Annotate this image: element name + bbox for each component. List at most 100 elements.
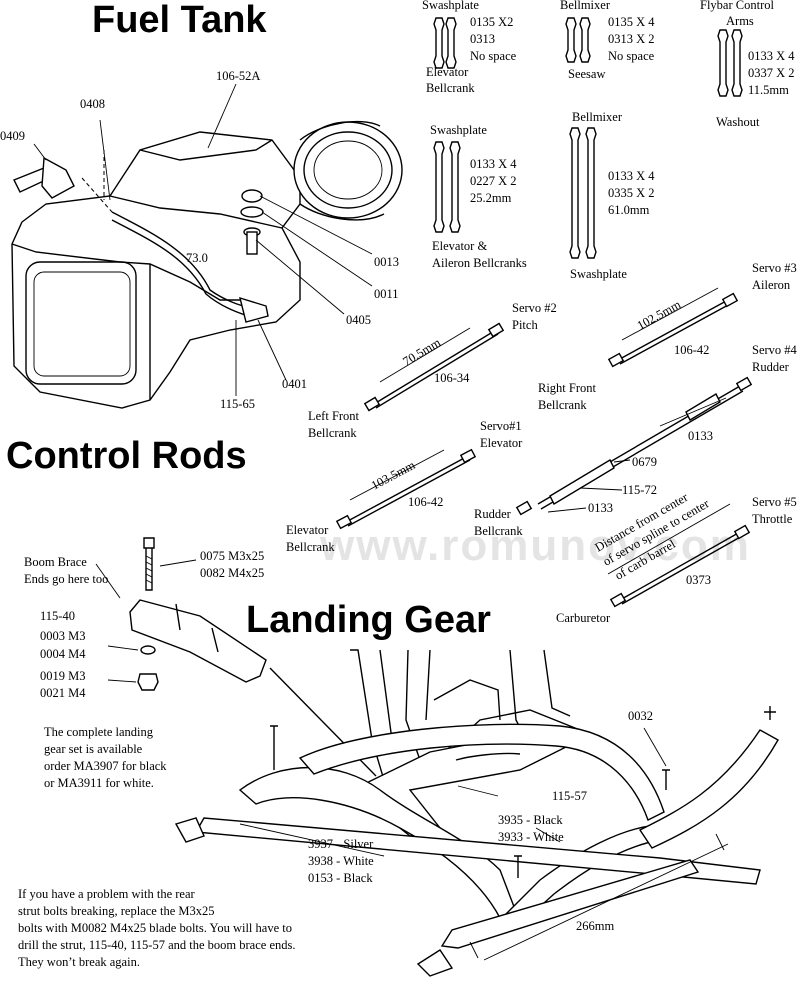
svg-text:Elevator: Elevator <box>480 436 523 450</box>
boom-brace-note: Ends go here too <box>24 572 108 586</box>
svg-text:0679: 0679 <box>632 455 657 469</box>
link-flybar-control-arms: Flybar Control Arms 0133 X 4 0337 X 2 11… <box>700 0 795 129</box>
landing-gear-illustration <box>174 649 779 977</box>
svg-text:Elevator: Elevator <box>286 523 329 537</box>
tube-length-label: 73.0 <box>186 251 208 265</box>
svg-text:Flybar Control: Flybar Control <box>700 0 774 12</box>
link-swashplate-aileron: Swashplate 0133 X 4 0227 X 2 25.2mm Elev… <box>430 123 527 270</box>
svg-text:Aileron Bellcranks: Aileron Bellcranks <box>432 256 527 270</box>
rod-aileron: 102.5mm Servo #3 Aileron 106-42 Right Fr… <box>538 261 797 412</box>
fitting-label: 0409 <box>0 129 25 143</box>
svg-text:70.5mm: 70.5mm <box>400 335 443 368</box>
svg-text:Servo #5: Servo #5 <box>752 495 797 509</box>
svg-text:0133 X 4: 0133 X 4 <box>748 49 795 63</box>
svg-text:Elevator: Elevator <box>426 65 469 79</box>
svg-text:Seesaw: Seesaw <box>568 67 606 81</box>
tip-line-5: They won’t break again. <box>18 955 140 969</box>
washer-label: 0011 <box>374 287 399 301</box>
svg-text:0227 X 2: 0227 X 2 <box>470 174 517 188</box>
skid-black-label: 0153 - Black <box>308 871 373 885</box>
landing-gear-heading: Landing Gear <box>246 599 491 641</box>
svg-text:Arms: Arms <box>726 14 754 28</box>
info-line-4: or MA3911 for white. <box>44 776 154 790</box>
svg-text:Servo#1: Servo#1 <box>480 419 522 433</box>
svg-text:115-72: 115-72 <box>622 483 657 497</box>
fuel-tank-heading: Fuel Tank <box>92 0 267 41</box>
svg-text:0135 X 4: 0135 X 4 <box>608 15 655 29</box>
nut-m4-label: 0021 M4 <box>40 686 86 700</box>
svg-text:Pitch: Pitch <box>512 318 538 332</box>
svg-text:0133: 0133 <box>688 429 713 443</box>
svg-text:Washout: Washout <box>716 115 760 129</box>
info-line-1: The complete landing <box>44 725 154 739</box>
svg-text:Bellcrank: Bellcrank <box>286 540 335 554</box>
clunk-label: 0401 <box>282 377 307 391</box>
svg-text:Rudder: Rudder <box>474 507 512 521</box>
bolt-m4-label: 0082 M4x25 <box>200 566 264 580</box>
skid-white-label: 3938 - White <box>308 854 374 868</box>
svg-text:Right Front: Right Front <box>538 381 597 395</box>
tube-label: 115-65 <box>220 397 255 411</box>
svg-text:0135 X2: 0135 X2 <box>470 15 513 29</box>
washer-m3-label: 0003 M3 <box>40 629 86 643</box>
nut-label: 0013 <box>374 255 399 269</box>
svg-text:25.2mm: 25.2mm <box>470 191 512 205</box>
svg-text:0313 X 2: 0313 X 2 <box>608 32 655 46</box>
screw-label: 0032 <box>628 709 653 723</box>
svg-text:11.5mm: 11.5mm <box>748 83 789 97</box>
nut-m3-label: 0019 M3 <box>40 669 86 683</box>
tip-line-1: If you have a problem with the rear <box>18 887 196 901</box>
svg-text:102.5mm: 102.5mm <box>635 297 684 332</box>
svg-text:Bellcrank: Bellcrank <box>426 81 475 95</box>
link-bellmixer-swashplate: Bellmixer 0133 X 4 0335 X 2 61.0mm Swash… <box>569 110 655 281</box>
svg-text:Servo #2: Servo #2 <box>512 301 557 315</box>
svg-text:0335 X 2: 0335 X 2 <box>608 186 655 200</box>
svg-text:Servo #3: Servo #3 <box>752 261 797 275</box>
svg-text:Swashplate: Swashplate <box>570 267 627 281</box>
link-swashplate-elevator: Swashplate 0135 X2 0313 No space Elevato… <box>422 0 517 95</box>
svg-text:Elevator &: Elevator & <box>432 239 487 253</box>
tank-label: 106-52A <box>216 69 260 83</box>
strut-white-label: 3933 - White <box>498 830 564 844</box>
width-dimension-label: 266mm <box>576 919 614 933</box>
tip-line-3: bolts with M0082 M4x25 blade bolts. You … <box>18 921 292 935</box>
svg-text:106-42: 106-42 <box>674 343 709 357</box>
tip-line-4: drill the strut, 115-40, 115-57 and the … <box>18 938 295 952</box>
svg-text:No space: No space <box>608 49 655 63</box>
svg-text:Bellcrank: Bellcrank <box>474 524 523 538</box>
svg-text:Bellmixer: Bellmixer <box>572 110 623 124</box>
info-line-2: gear set is available <box>44 742 143 756</box>
svg-text:Aileron: Aileron <box>752 278 791 292</box>
svg-text:No space: No space <box>470 49 517 63</box>
svg-text:0373: 0373 <box>686 573 711 587</box>
svg-text:Swashplate: Swashplate <box>422 0 479 12</box>
fuel-tank-illustration: 73.0 <box>11 83 403 409</box>
rod-rudder: Servo #4 Rudder 0133 0679 115-72 0133 Ru… <box>474 343 798 538</box>
svg-text:Bellcrank: Bellcrank <box>308 426 357 440</box>
nipple-label: 0405 <box>346 313 371 327</box>
svg-text:0337 X 2: 0337 X 2 <box>748 66 795 80</box>
bolt-m3-label: 0075 M3x25 <box>200 549 264 563</box>
svg-text:106-34: 106-34 <box>434 371 470 385</box>
skid-plate-label: 115-57 <box>552 789 587 803</box>
svg-text:Throttle: Throttle <box>752 512 793 526</box>
control-rods-heading: Control Rods <box>6 435 247 477</box>
svg-text:Servo #4: Servo #4 <box>752 343 798 357</box>
tip-line-2: strut bolts breaking, replace the M3x25 <box>18 904 214 918</box>
boom-brace-label: Boom Brace <box>24 555 87 569</box>
svg-text:106-42: 106-42 <box>408 495 443 509</box>
svg-text:Carburetor: Carburetor <box>556 611 611 625</box>
link-bellmixer-seesaw: Bellmixer 0135 X 4 0313 X 2 No space See… <box>560 0 655 81</box>
info-line-3: order MA3907 for black <box>44 759 167 773</box>
svg-text:Rudder: Rudder <box>752 360 790 374</box>
svg-text:Left Front: Left Front <box>308 409 360 423</box>
washer-m4-label: 0004 M4 <box>40 647 86 661</box>
svg-text:0313: 0313 <box>470 32 495 46</box>
strut-black-label: 3935 - Black <box>498 813 563 827</box>
svg-text:61.0mm: 61.0mm <box>608 203 650 217</box>
svg-text:Swashplate: Swashplate <box>430 123 487 137</box>
pickup-label: 0408 <box>80 97 105 111</box>
skid-silver-label: 3937 - Silver <box>308 837 374 851</box>
landing-gear-hardware <box>95 537 267 691</box>
